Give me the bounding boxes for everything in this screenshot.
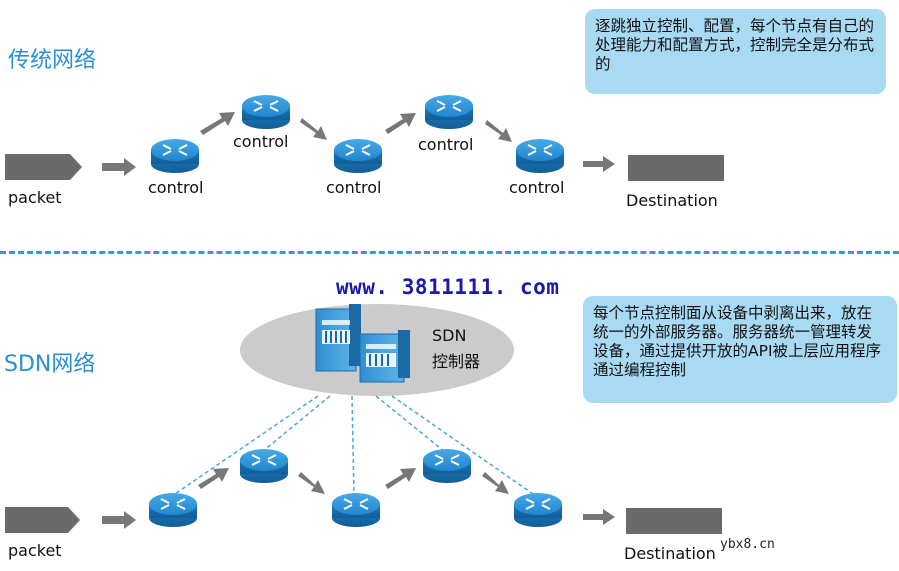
router-label: control [418,135,474,154]
destination-shape [628,155,724,181]
packet-shape [5,154,82,180]
control-links [171,395,537,497]
router-icon [147,490,199,532]
packet-shape [5,507,80,533]
server-icon [359,330,410,383]
packet-label: packet [8,541,62,560]
router-icon [149,136,201,178]
destination-label: Destination [624,544,716,563]
sdn-network-title: SDN网络 [4,352,96,377]
flow-arrows-bottom [102,468,615,529]
router-icon [238,446,290,488]
sdn-controller-label: 控制器 [432,352,481,371]
traditional-network-title: 传统网络 [8,48,97,73]
url-watermark: www. 3811111. com [336,275,560,299]
router-icon [423,92,475,134]
router-label: control [326,178,382,197]
router-label: control [148,178,204,197]
router-label: control [233,132,289,151]
sdn-note: 每个节点控制面从设备中剥离出来，放在统一的外部服务器。服务器统一管理转发设备，通… [583,296,897,403]
router-icon [330,490,382,532]
router-icon [512,490,564,532]
packet-label: packet [8,188,62,207]
sdn-controller-label: SDN [432,326,467,345]
router-icon [332,136,384,178]
destination-shape [626,508,722,534]
corner-watermark: ybx8.cn [720,537,775,552]
router-label: control [509,178,565,197]
router-icon [421,446,473,488]
destination-label: Destination [626,191,718,210]
router-icon [240,92,292,134]
section-divider [0,251,899,254]
flow-arrows-top [102,112,615,176]
traditional-note: 逐跳独立控制、配置，每个节点有自己的处理能力和配置方式，控制完全是分布式的 [585,9,886,94]
server-icon [315,304,361,372]
router-icon [514,136,566,178]
